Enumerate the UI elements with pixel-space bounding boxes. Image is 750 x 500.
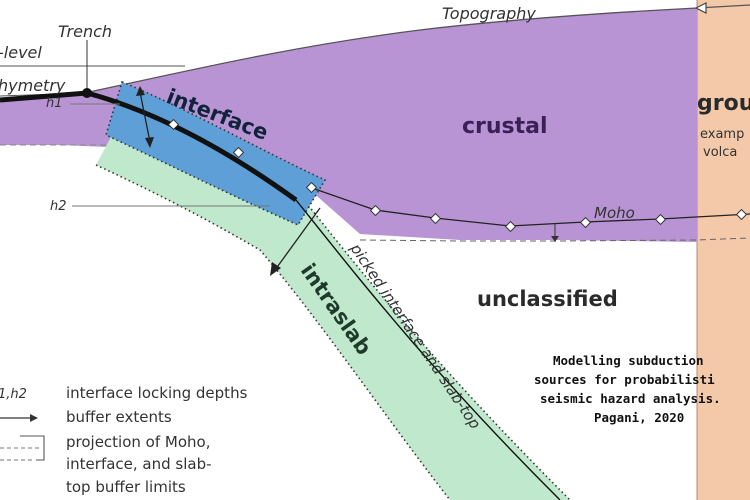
trench-label: Trench [58, 22, 112, 41]
moho-buffer-arrowhead [551, 236, 559, 242]
legend-projection-line2: interface, and slab- [66, 455, 212, 473]
moho-node [504, 220, 517, 233]
intraslab-buffer-arrow [274, 207, 321, 271]
interface-buffer-arrowhead-up [136, 86, 145, 96]
moho-node [735, 208, 748, 221]
legend-projection-line1: projection of Moho, [66, 433, 210, 451]
moho-nodes [305, 181, 748, 233]
moho-node [369, 204, 382, 217]
sea-level-label: -level [0, 43, 42, 62]
interface-line [0, 90, 298, 203]
legend-locking-symbol: 1,h2 [0, 387, 27, 402]
legend-locking-text: interface locking depths [66, 384, 248, 402]
legend-buffer-text: buffer extents [66, 408, 172, 426]
moho-node [429, 212, 442, 225]
moho-node [305, 181, 318, 194]
citation-line4: Pagani, 2020 [594, 410, 684, 425]
h2-label: h2 [50, 199, 67, 214]
bathymetry-label: hymetry [0, 76, 66, 95]
legend-bracket [20, 435, 45, 461]
group-label: grou [697, 91, 750, 116]
unclassified-label: unclassified [477, 287, 618, 311]
topography-arrow-icon [694, 2, 707, 14]
interface-buffer-arrow [139, 91, 151, 143]
crustal-label: crustal [462, 114, 548, 139]
intraslab-buffer-arrowhead [270, 262, 281, 276]
moho-label: Moho [594, 204, 635, 222]
interface-buffer-arrowhead-down [145, 137, 154, 148]
h1-label: h1 [46, 96, 63, 111]
moho-projection-dashed [359, 237, 750, 242]
topography-label: Topography [442, 4, 536, 23]
legend-buffer-arrowhead [30, 414, 38, 422]
citation-line3: seismic hazard analysis. [540, 391, 721, 406]
example-label-1: examp [700, 127, 744, 142]
topography-line [84, 7, 698, 94]
crustal-region [0, 8, 697, 242]
intraslab-region [96, 135, 570, 500]
interface-node [232, 146, 245, 159]
citation-block: Modelling subduction sources for probabi… [534, 353, 721, 425]
example-label-2: volca [703, 145, 737, 160]
legend-projection-line3: top buffer limits [66, 478, 186, 496]
citation-line2: sources for probabilisti [534, 372, 715, 387]
slab-top-line [295, 199, 561, 500]
interface-nodes [167, 118, 245, 159]
interface-buffer-limit [105, 80, 327, 227]
moho-node [579, 216, 592, 229]
moho-node [654, 213, 667, 226]
interface-node [167, 118, 180, 131]
citation-line1: Modelling subduction [553, 353, 704, 368]
trench-marker [82, 88, 92, 98]
intraslab-lower-limit [95, 164, 451, 500]
volcanic-region [697, 0, 750, 500]
legend: 1,h2 interface locking depths buffer ext… [0, 384, 248, 496]
